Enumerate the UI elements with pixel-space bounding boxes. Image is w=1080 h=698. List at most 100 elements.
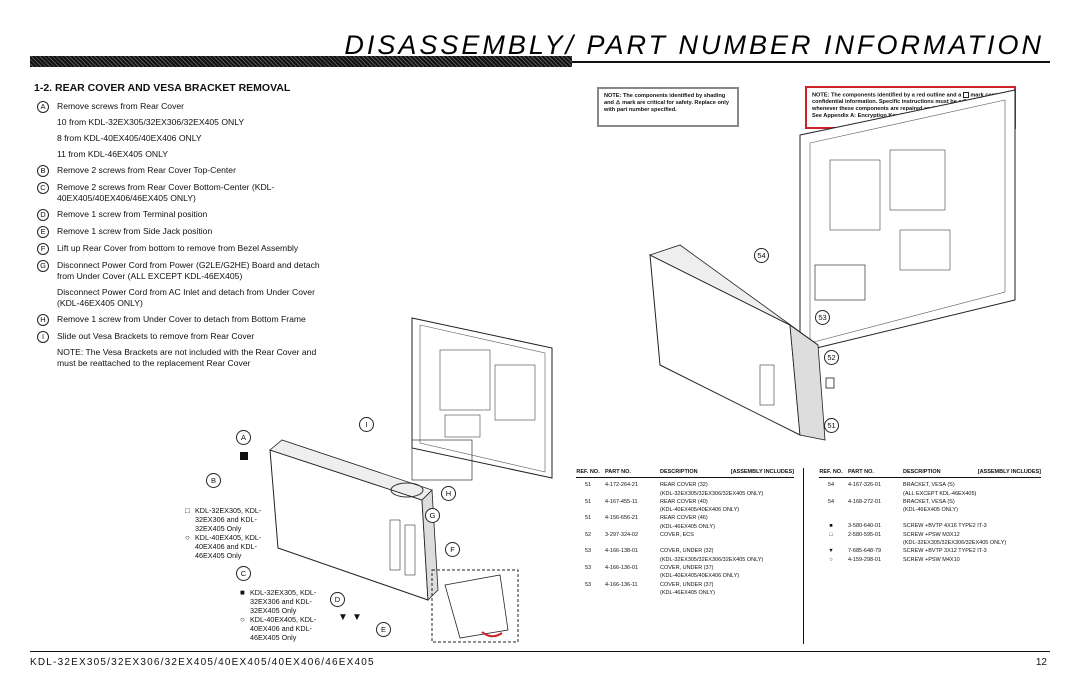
- step-e: E Remove 1 screw from Side Jack position: [37, 226, 327, 238]
- col-includes-label: [ASSEMBLY INCLUDES]: [730, 469, 794, 475]
- col-part: PART NO.: [605, 469, 631, 475]
- table-row: 51 4-172-264-21 REAR COVER (32): [576, 481, 794, 489]
- table-row: (KDL-46EX405 ONLY): [819, 506, 1041, 514]
- table-row: [819, 514, 1041, 522]
- cell-part: [600, 589, 660, 597]
- cell-ref: 51: [584, 515, 592, 522]
- table-row: (ALL EXCEPT KDL-46EX405): [819, 490, 1041, 498]
- legend-row: ○ KDL-40EX405, KDL-40EX406 and KDL-46EX4…: [240, 615, 325, 642]
- cell-ref: 53: [584, 564, 592, 571]
- parts-table-left: REF. NO. PART NO. DESCRIPTION [ASSEMBLY …: [576, 468, 794, 597]
- cell-ref: [819, 539, 843, 547]
- cell-ref: [576, 523, 600, 531]
- tv-board-left-3: [444, 414, 481, 438]
- step-line: 11 from KDL-46EX405 ONLY: [57, 149, 168, 159]
- tv-chassis-right: [799, 89, 1016, 353]
- col-ref: REF. NO.: [576, 469, 600, 475]
- col-includes-label: [ASSEMBLY INCLUDES]: [977, 469, 1041, 475]
- circle-outline-icon: ○: [185, 533, 190, 542]
- cell-desc: [903, 514, 1041, 522]
- step-letter: D: [37, 209, 49, 221]
- step-line: 8 from KDL-40EX405/40EX406 ONLY: [57, 133, 202, 143]
- step-letter: B: [37, 165, 49, 177]
- cell-desc: SCREW +PSW M3X12: [903, 531, 960, 538]
- cell-ref: [576, 572, 600, 580]
- lock-icon: [962, 92, 969, 98]
- table-row: (KDL-40EX405/40EX406 ONLY): [576, 506, 794, 514]
- rear-cover-right-top: [648, 244, 819, 346]
- cell-ref: [819, 506, 843, 514]
- footer-rule: [30, 651, 1050, 652]
- section-heading: 1-2. REAR COVER AND VESA BRACKET REMOVAL: [34, 82, 291, 94]
- col-ref: REF. NO.: [819, 469, 843, 475]
- step-i: I Slide out Vesa Brackets to remove from…: [37, 331, 327, 369]
- rear-cover-left-vent-2: [404, 524, 416, 576]
- cell-desc: COVER, UNDER (32): [660, 548, 714, 555]
- safety-note: NOTE: The components identified by shadi…: [597, 87, 739, 127]
- tv-board-right-3: [899, 229, 951, 271]
- cell-ref: [819, 490, 843, 498]
- table-row: [576, 539, 794, 547]
- screw-marker-triangle: ▼: [338, 612, 348, 623]
- step-line: Remove 2 screws from Rear Cover Top-Cent…: [57, 165, 236, 175]
- cell-ref: □: [829, 531, 833, 538]
- col-desc: DESCRIPTION [ASSEMBLY INCLUDES]: [660, 468, 794, 476]
- cell-ref: [576, 539, 600, 547]
- confidential-note-text: NOTE: The components identified by a red…: [812, 92, 962, 99]
- table-row: (KDL-32EX305/32EX306/32EX405 ONLY): [819, 539, 1041, 547]
- square-filled-icon: ■: [240, 588, 245, 597]
- step-line: Disconnect Power Cord from AC Inlet and …: [57, 287, 315, 308]
- col-part: PART NO.: [848, 469, 874, 475]
- warning-triangle-icon: ⚠: [615, 100, 621, 106]
- step-line: Disconnect Power Cord from Power (G2LE/G…: [57, 260, 320, 281]
- tv-board-left: [439, 349, 491, 411]
- legend-top: □ KDL-32EX305, KDL-32EX306 and KDL-32EX4…: [185, 506, 285, 560]
- cell-desc: (KDL-32EX305/32EX306/32EX405 ONLY): [660, 556, 764, 563]
- step-d: D Remove 1 screw from Terminal position: [37, 209, 327, 221]
- cell-ref: 51: [584, 498, 592, 505]
- cell-part: 4-167-326-01: [848, 482, 882, 489]
- power-cord-coil: [390, 482, 424, 498]
- cell-part: 4-166-136-01: [605, 564, 639, 571]
- step-line: Slide out Vesa Brackets to remove from R…: [57, 331, 255, 341]
- cell-ref: 54: [827, 498, 835, 505]
- cell-ref: 51: [584, 482, 592, 489]
- table-row: (KDL-32EX305/32EX306/32EX405 ONLY): [576, 490, 794, 498]
- table-row: (KDL-46EX405 ONLY): [576, 523, 794, 531]
- circle-outline-icon: ○: [240, 615, 245, 624]
- callout-b: B: [206, 473, 221, 488]
- legend-row: ■ KDL-32EX305, KDL-32EX306 and KDL-32EX4…: [240, 588, 325, 615]
- cell-part: [600, 523, 660, 531]
- page-title: DISASSEMBLY/ PART NUMBER INFORMATION: [344, 30, 1044, 60]
- square-outline-icon: □: [185, 506, 190, 515]
- cell-desc: REAR COVER (32): [660, 482, 708, 489]
- cell-ref: [819, 514, 843, 522]
- page-number: 12: [1035, 657, 1047, 668]
- cell-desc: (KDL-40EX405/40EX406 ONLY): [660, 507, 740, 514]
- cell-part: 3-297-324-02: [605, 532, 639, 539]
- table-row: (KDL-32EX305/32EX306/32EX405 ONLY): [576, 556, 794, 564]
- legend-row: ○ KDL-40EX405, KDL-40EX406 and KDL-46EX4…: [185, 533, 285, 560]
- cell-part: 7-685-648-79: [848, 548, 882, 555]
- cell-desc: (KDL-32EX305/32EX306/32EX405 ONLY): [660, 490, 764, 497]
- col-desc-label: DESCRIPTION: [660, 469, 698, 475]
- cell-part: 4-172-264-21: [605, 482, 639, 489]
- rear-cover-left-top: [269, 439, 433, 501]
- cell-desc: SCREW +PSW M4X10: [903, 556, 960, 563]
- cell-ref: 54: [827, 482, 835, 489]
- cell-part: [600, 556, 660, 564]
- step-line: Remove 2 screws from Rear Cover Bottom-C…: [57, 182, 275, 203]
- step-a: A Remove screws from Rear Cover 10 from …: [37, 101, 327, 160]
- cell-ref: ○: [829, 556, 833, 563]
- step-letter: C: [37, 182, 49, 194]
- table-header: REF. NO. PART NO. DESCRIPTION [ASSEMBLY …: [576, 468, 794, 479]
- cell-ref: [576, 490, 600, 498]
- tv-board-left-2: [494, 364, 536, 421]
- callout-i: I: [359, 417, 374, 432]
- title-hatched-bar: [30, 56, 572, 67]
